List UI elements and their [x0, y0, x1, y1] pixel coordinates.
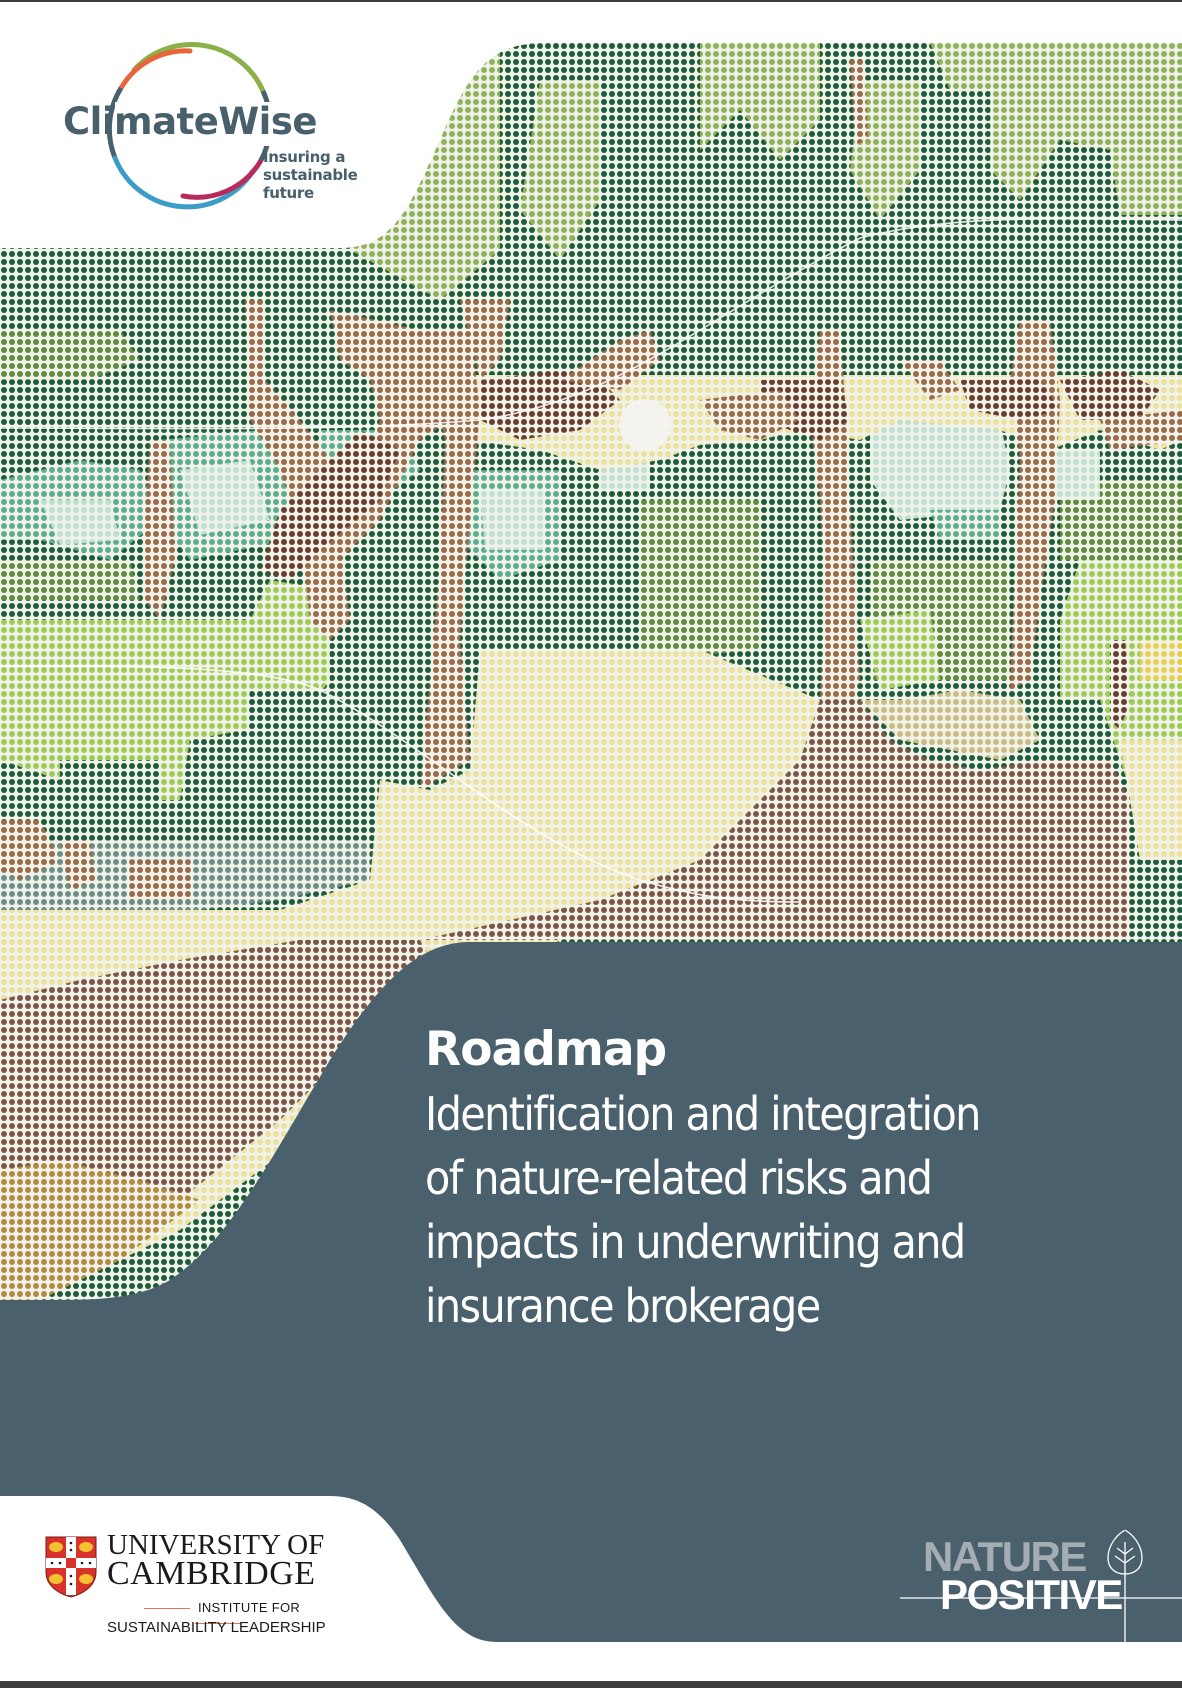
positive-wordmark: POSITIVE: [940, 1571, 1123, 1618]
cambridge-institute: INSTITUTE FOR: [107, 1600, 329, 1630]
nature-wordmark: NATURE: [923, 1533, 1087, 1580]
page-subtitle: Identification and integration of nature…: [425, 1082, 1165, 1338]
climatewise-tagline: Insuring a sustainable future: [263, 148, 358, 202]
leaf-icon: [900, 1530, 1182, 1642]
cambridge-isl-logo: UNIVERSITY OF CAMBRIDGE INSTITUTE FOR SU…: [45, 1530, 345, 1640]
cambridge-line2: CAMBRIDGE: [107, 1555, 316, 1592]
climatewise-wordmark: ClimateWise: [63, 100, 317, 143]
title-block: Roadmap Identification and integration o…: [425, 1022, 1165, 1338]
subtitle-line: Identification and integration: [425, 1087, 981, 1141]
cambridge-leadership: SUSTAINABILITY LEADERSHIP: [107, 1619, 326, 1636]
divider-rule: [143, 1607, 190, 1610]
climatewise-logo: ClimateWise Insuring a sustainable futur…: [55, 38, 375, 213]
title-panel: [0, 942, 1182, 1642]
divider-rule: [195, 1622, 241, 1625]
subtitle-line: of nature-related risks and: [425, 1151, 933, 1205]
page-title: Roadmap: [425, 1022, 667, 1077]
cambridge-shield-icon: [45, 1536, 97, 1598]
sun-shape: [619, 399, 671, 451]
climatewise-ring-icon: [106, 42, 275, 210]
subtitle-line: insurance brokerage: [425, 1279, 821, 1333]
cambridge-line1: UNIVERSITY OF: [107, 1529, 325, 1561]
top-edge-bar: [0, 0, 1182, 2]
subtitle-line: impacts in underwriting and: [425, 1215, 966, 1269]
footer-white-area: [0, 1496, 500, 1642]
nature-positive-logo: NATURE POSITIVE: [900, 1530, 1182, 1642]
bottom-edge-bar: [0, 1681, 1182, 1688]
